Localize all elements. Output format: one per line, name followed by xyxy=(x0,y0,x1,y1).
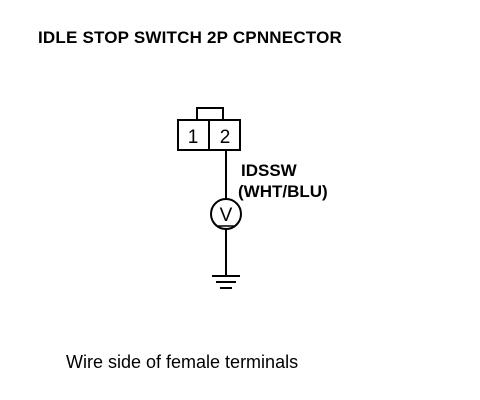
diagram-title: IDLE STOP SWITCH 2P CPNNECTOR xyxy=(38,28,342,47)
diagram-caption: Wire side of female terminals xyxy=(66,352,299,372)
connector: 1 2 xyxy=(177,107,241,151)
connector-terminal-2: 2 xyxy=(220,127,231,148)
voltmeter-icon: V xyxy=(210,198,242,230)
wire-color-code: (WHT/BLU) xyxy=(238,182,328,201)
ground-icon xyxy=(212,275,240,289)
wire-signal-name: IDSSW xyxy=(241,161,298,180)
connector-terminal-1: 1 xyxy=(188,127,199,148)
voltmeter-label: V xyxy=(220,205,233,226)
